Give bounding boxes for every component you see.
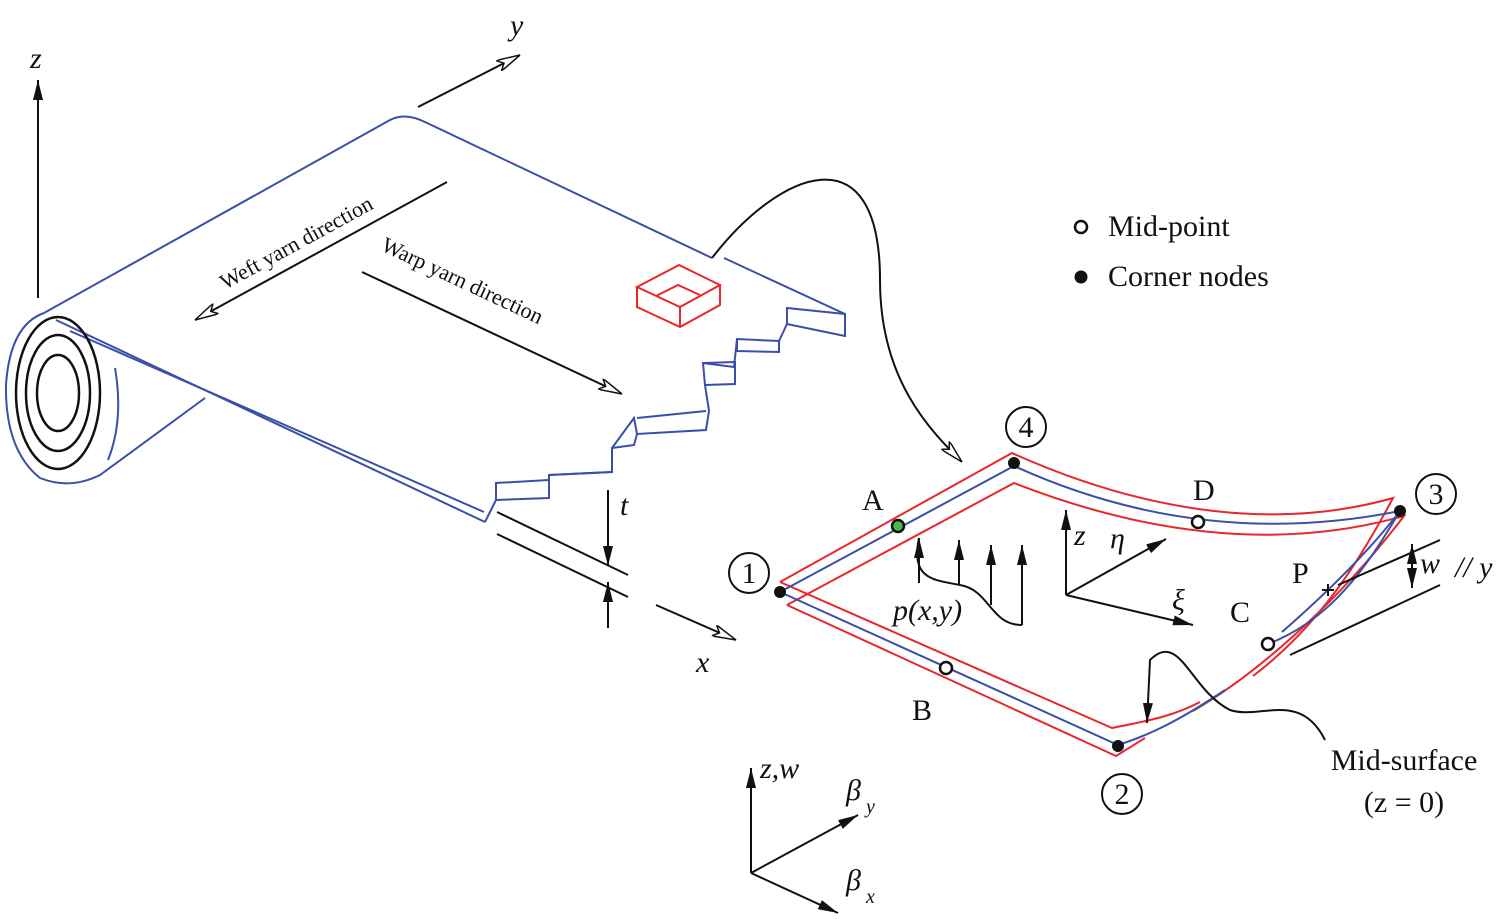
warp-arrow: Warp yarn direction [361, 232, 622, 395]
node-labels: 1 2 3 4 [728, 406, 1457, 815]
global-y-axis: y [417, 9, 524, 108]
local-axes: z η ξ [1061, 510, 1194, 626]
mid-point-legend-icon [1073, 219, 1089, 235]
mid-surface-eq: (z = 0) [1364, 786, 1444, 819]
global-z-label: z [29, 42, 42, 75]
svg-text:β: β [845, 864, 861, 897]
legend: Mid-point Corner nodes [1073, 210, 1269, 293]
distributed-load: p(x,y) [891, 537, 1027, 627]
warp-yarn-label: Warp yarn direction [378, 232, 547, 329]
thickness-label: t [620, 489, 629, 522]
global-y-label: y [507, 9, 524, 42]
zw-label: z,w [759, 752, 799, 785]
beta-y-label: β y [845, 774, 875, 818]
mid-surface-pointer: Mid-surface (z = 0) [1142, 651, 1478, 819]
svg-text:y: y [864, 796, 875, 818]
thickness-dimension: t [496, 489, 629, 628]
node-label-2: 2 [1115, 778, 1130, 811]
mid-point-d [1190, 514, 1206, 530]
corner-node-legend-icon [1074, 270, 1088, 284]
legend-corner-nodes: Corner nodes [1108, 260, 1269, 293]
parallel-y-label: // y [1453, 551, 1493, 584]
local-z-label: z [1073, 519, 1086, 552]
legend-mid-point: Mid-point [1108, 210, 1230, 243]
element-cube [634, 263, 723, 329]
beta-x-label: β x [845, 864, 875, 908]
svg-text:x: x [865, 886, 875, 908]
shell-element [779, 451, 1407, 758]
node-label-3: 3 [1429, 478, 1444, 511]
mid-point-c [1260, 636, 1276, 652]
load-label: p(x,y) [891, 594, 962, 627]
mid-label-c: C [1230, 596, 1250, 629]
mid-points [890, 514, 1276, 676]
mid-label-a: A [862, 484, 884, 517]
mid-point-a [890, 518, 906, 534]
fabric-roll [4, 115, 846, 523]
svg-text:β: β [845, 774, 861, 807]
corner-node-2 [1112, 740, 1124, 752]
mid-label-b: B [912, 694, 932, 727]
mid-surface-label: Mid-surface [1331, 744, 1478, 777]
eta-label: η [1110, 522, 1125, 555]
node-label-4: 4 [1019, 411, 1034, 444]
mid-label-d: D [1193, 474, 1215, 507]
global-x-axis: x [655, 604, 736, 679]
global-z-axis: z [29, 42, 43, 298]
node-label-1: 1 [742, 557, 757, 590]
rotation-axes: z,w β y β x [746, 752, 875, 914]
point-p-label: P [1292, 557, 1309, 590]
corner-node-4 [1008, 457, 1020, 469]
global-x-label: x [695, 646, 710, 679]
xi-label: ξ [1172, 584, 1185, 617]
w-label: w [1420, 547, 1440, 580]
point-p: P w // y [1289, 539, 1493, 656]
roll-core [14, 315, 102, 471]
corner-node-3 [1394, 505, 1406, 517]
weft-yarn-label: Weft yarn direction [215, 191, 377, 295]
corner-node-1 [774, 586, 786, 598]
mid-point-b [938, 660, 954, 676]
zoom-pointer [711, 178, 963, 463]
corner-nodes [774, 457, 1406, 752]
